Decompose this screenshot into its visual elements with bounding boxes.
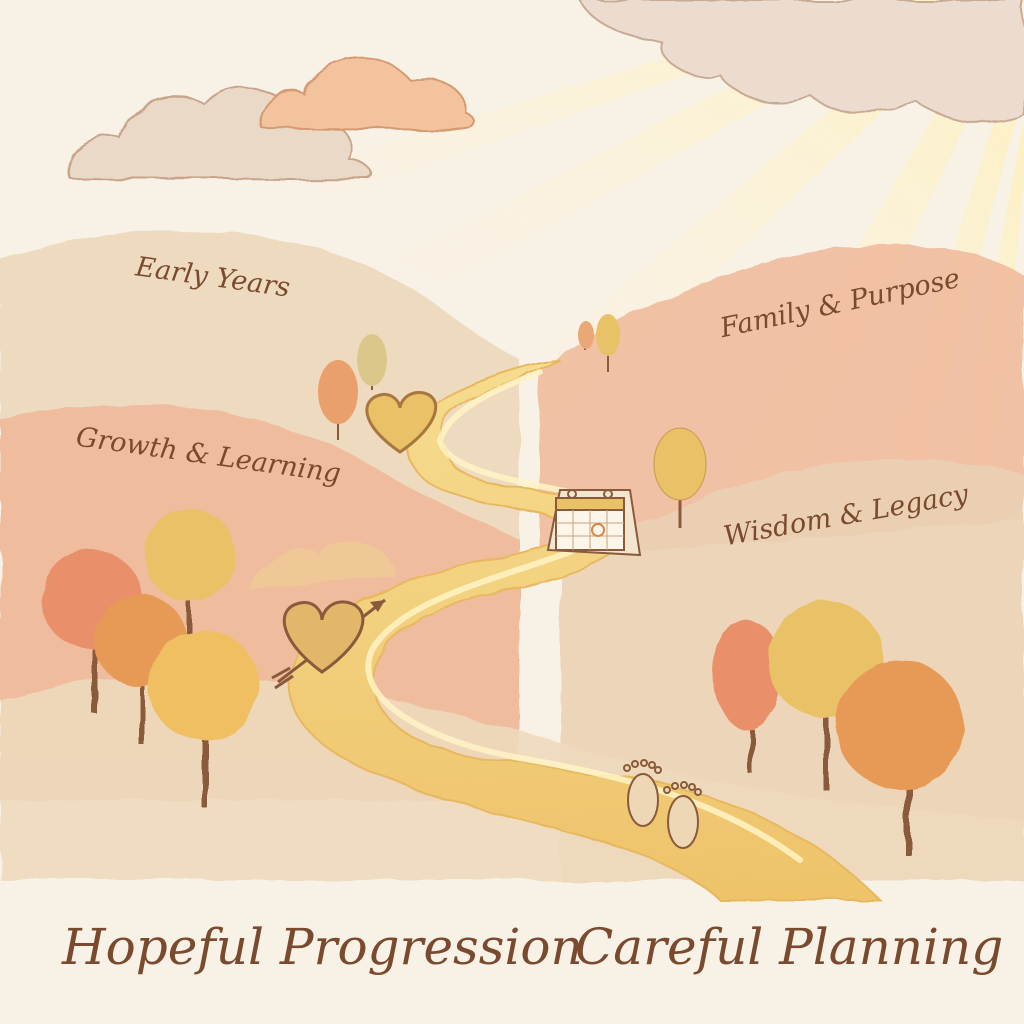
caption-careful-planning: Careful Planning bbox=[575, 918, 1004, 976]
clouds bbox=[67, 0, 1024, 182]
heart-icon bbox=[365, 391, 438, 454]
distant-trees bbox=[318, 314, 707, 528]
calendar-icon bbox=[546, 489, 642, 557]
hills bbox=[0, 230, 1024, 1024]
left-autumn-trees bbox=[42, 509, 395, 808]
heart-arrow-icon bbox=[271, 598, 386, 690]
caption-hopeful-progression: Hopeful Progression bbox=[62, 918, 583, 976]
right-autumn-trees bbox=[714, 602, 964, 855]
footprints-icon bbox=[623, 759, 702, 849]
